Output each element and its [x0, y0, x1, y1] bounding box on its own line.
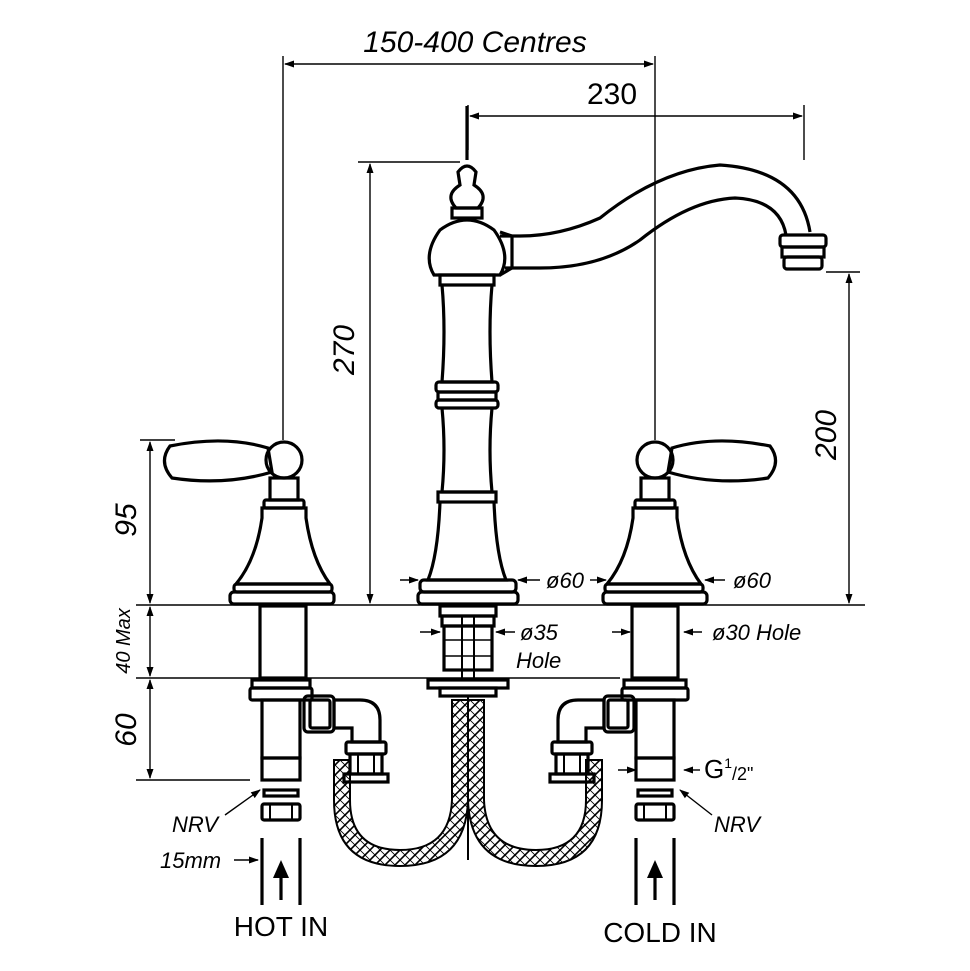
cold-shank — [620, 604, 690, 905]
nrv-left-label: NRV — [172, 812, 220, 837]
hot-shank — [248, 604, 314, 905]
hot-in-label: HOT IN — [234, 911, 328, 942]
thread-label: G1/2" — [704, 754, 753, 784]
spout-body — [416, 106, 828, 606]
tail-length-label: 60 — [110, 713, 143, 747]
spout-hole-dia-label: ø35 — [520, 620, 559, 645]
cold-in-label: COLD IN — [603, 917, 717, 948]
cold-handle — [601, 439, 778, 606]
thread-sub: /2" — [732, 764, 753, 784]
handle-height-label: 95 — [110, 503, 143, 537]
labels: 150-400 Centres 230 270 200 95 40 Max 60… — [110, 26, 843, 948]
nrv-right-label: NRV — [714, 812, 762, 837]
thread-main: G — [704, 754, 724, 784]
spout-height-label: 200 — [810, 410, 843, 461]
deck-max-label: 40 Max — [113, 607, 135, 674]
reach-label: 230 — [587, 78, 637, 111]
height-label: 270 — [328, 325, 361, 376]
thread-sup: 1 — [724, 755, 732, 771]
left-elbow — [302, 694, 390, 784]
dimension-lines — [136, 56, 865, 864]
handle-base-dia-label: ø60 — [733, 568, 772, 593]
handle-hole-label: ø30 Hole — [712, 620, 801, 645]
spout-mount — [426, 604, 510, 698]
spout-hole-word-label: Hole — [516, 648, 561, 673]
hot-handle — [162, 439, 336, 606]
braided-hoses — [333, 696, 603, 868]
centres-label: 150-400 Centres — [363, 26, 586, 59]
right-elbow — [548, 694, 636, 784]
spout-base-dia-label: ø60 — [546, 568, 585, 593]
pipe-size-label: 15mm — [160, 848, 221, 873]
